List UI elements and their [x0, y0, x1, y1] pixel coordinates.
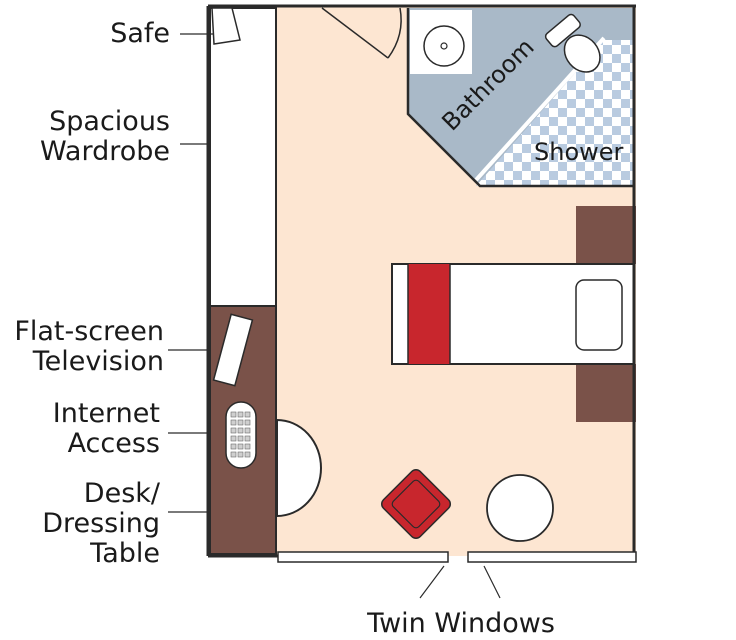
nightstand-upper [576, 206, 636, 264]
label-wardrobe-1: Spacious [49, 106, 170, 137]
label-wardrobe-2: Wardrobe [40, 136, 170, 167]
keyboard-icon [225, 401, 257, 469]
wardrobe [209, 7, 277, 307]
label-windows: Twin Windows [366, 608, 555, 639]
shower-area-fill [476, 40, 634, 186]
label-desk-2: Dressing [42, 508, 160, 539]
door-swing-icon [321, 7, 402, 59]
label-desk-3: Table [89, 538, 160, 569]
bathroom-wall [406, 8, 634, 188]
stool-icon [276, 418, 322, 518]
armchair-icon [380, 468, 452, 540]
toilet-icon [544, 13, 601, 73]
window-right [467, 551, 637, 563]
nightstand-lower [576, 364, 636, 422]
window-left [277, 551, 449, 563]
label-tv-2: Television [32, 346, 164, 377]
television-icon [212, 313, 254, 387]
safe-icon [211, 7, 241, 45]
leader-lines [168, 33, 501, 599]
bed-runner [408, 264, 450, 364]
label-desk-1: Desk/ [84, 478, 161, 509]
shower-label: Shower [534, 138, 624, 166]
label-internet-1: Internet [53, 398, 160, 429]
pillow-icon [575, 279, 623, 351]
label-tv-1: Flat-screen [14, 316, 164, 347]
label-safe: Safe [110, 18, 170, 49]
sink-drain-icon [440, 42, 448, 50]
round-table-icon [486, 474, 554, 542]
label-internet-2: Access [68, 428, 160, 459]
